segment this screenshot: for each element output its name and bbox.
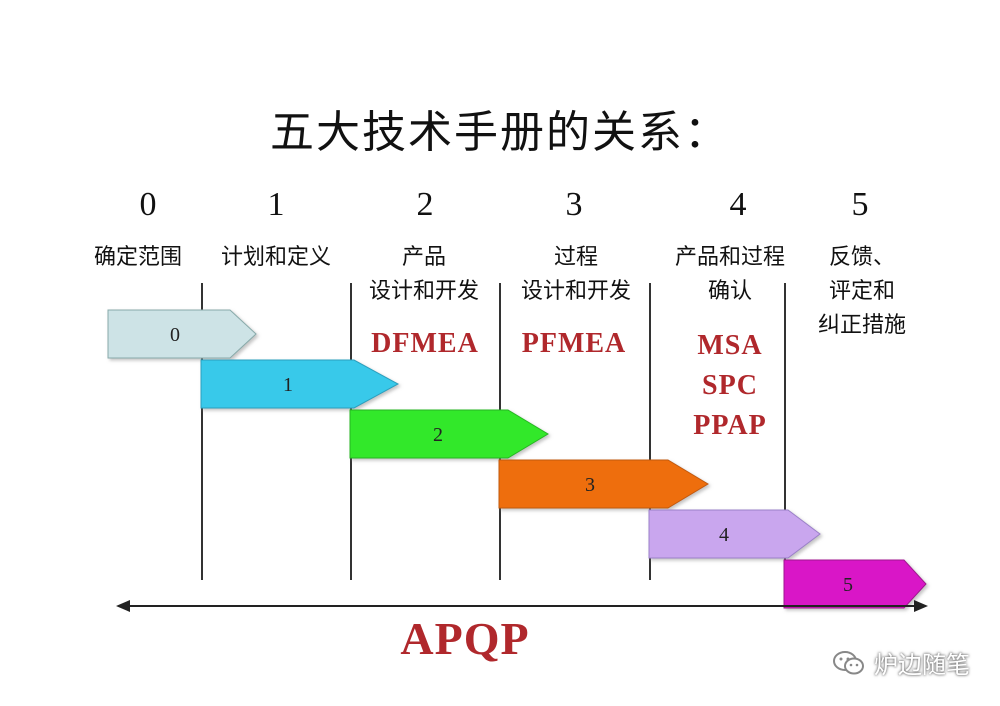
phase-label-2: 产品 设计和开发 [369, 241, 479, 309]
phase-label-3-line-1: 过程 [553, 245, 599, 270]
arrow-bar-5-shape [783, 559, 927, 609]
phase-label-2-line-2: 设计和开发 [368, 279, 480, 304]
tool-ppap: PPAP [693, 410, 767, 441]
phase-label-4-line-2: 确认 [707, 279, 753, 304]
arrow-bar-1-shape [200, 359, 400, 409]
wechat-icon [833, 650, 864, 674]
arrow-bar-3: 3 [498, 459, 709, 509]
phase-label-3-line-2: 设计和开发 [520, 279, 632, 304]
arrow-bar-5: 5 [783, 559, 927, 609]
arrow-bar-2-label: 2 [433, 424, 443, 446]
arrow-bar-4: 4 [648, 509, 821, 559]
arrow-bar-5-label: 5 [843, 574, 853, 596]
arrow-bar-0: 0 [107, 309, 257, 359]
apqp-left-arrowhead [116, 600, 130, 612]
page-title: 五大技术手册的关系： [270, 107, 730, 158]
divider-line-4 [649, 283, 651, 580]
arrow-bar-4-shape [648, 509, 821, 559]
phase-label-1-line-1: 计划和定义 [220, 245, 332, 270]
phase-label-4: 产品和过程 确认 [675, 241, 785, 309]
phase-label-5: 反馈、 评定和 纠正措施 [818, 241, 906, 343]
phase-label-1: 计划和定义 [221, 241, 331, 275]
apqp-timeline-arrow [116, 600, 928, 612]
arrow-bar-4-label: 4 [719, 524, 729, 546]
phase-label-0: 确定范围 [94, 241, 182, 275]
phase-number-1: 1 [267, 186, 285, 223]
phase-number-0: 0 [139, 186, 157, 223]
watermark: 炉边随笔 [832, 645, 970, 680]
arrow-bar-0-label: 0 [170, 324, 180, 346]
arrow-bar-2: 2 [349, 409, 549, 459]
arrow-bar-1-label: 1 [283, 374, 293, 396]
tool-dfmea: DFMEA [371, 328, 479, 359]
phase-number-2: 2 [416, 186, 434, 223]
arrow-bar-2-shape [349, 409, 549, 459]
apqp-right-arrowhead [914, 600, 928, 612]
phase-label-3: 过程 设计和开发 [521, 241, 631, 309]
phase-number-5: 5 [851, 186, 869, 223]
phase-label-4-line-1: 产品和过程 [674, 245, 786, 270]
arrow-bar-3-label: 3 [585, 474, 595, 496]
phase-label-2-line-1: 产品 [401, 245, 447, 270]
tool-msa: MSA [697, 330, 763, 361]
apqp-label: APQP [400, 613, 530, 664]
phase-number-4: 4 [729, 186, 747, 223]
tool-pfmea: PFMEA [521, 328, 627, 359]
divider-line-1 [201, 283, 203, 580]
watermark-text: 炉边随笔 [874, 651, 970, 679]
arrow-bar-3-shape [498, 459, 709, 509]
phase-label-5-line-1: 反馈、 [828, 245, 896, 270]
phase-label-5-line-2: 评定和 [828, 279, 896, 304]
phase-number-3: 3 [565, 186, 583, 223]
tool-spc: SPC [702, 370, 758, 401]
arrow-bar-1: 1 [200, 359, 400, 409]
phase-label-5-line-3: 纠正措施 [817, 313, 907, 338]
phase-label-0-line-1: 确定范围 [93, 245, 183, 270]
divider-line-5 [784, 283, 786, 580]
arrow-bar-0-shape [107, 309, 257, 359]
tool-group-phase4: MSA SPC PPAP [693, 326, 766, 446]
